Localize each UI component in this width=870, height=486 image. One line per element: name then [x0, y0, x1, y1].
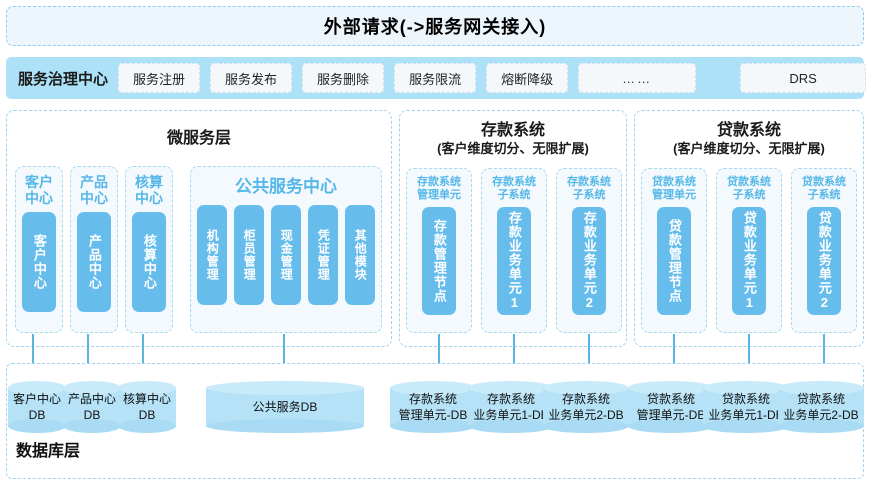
db-cylinder-deposit-unit-2-label: 存款系统 业务单元2-DB	[548, 391, 624, 422]
unit-loan-subsystem-1[interactable]: 贷款系统 子系统 贷款业务单元1	[716, 168, 782, 333]
db-cylinder-loan-management[interactable]: 贷款系统 管理单元-DB	[628, 381, 714, 433]
service-box-loan-management-node[interactable]: 贷款管理节点	[657, 207, 691, 316]
db-cylinder-product-center[interactable]: 产品中心 DB	[63, 381, 121, 433]
service-box-loan-business-unit-1-label: 贷款业务单元1	[741, 211, 757, 312]
gov-button-service-publish[interactable]: 服务发布	[210, 63, 293, 93]
db-cylinder-product-center-label: 产品中心 DB	[67, 391, 116, 422]
unit-deposit-management-title: 存款系统 管理单元	[417, 176, 461, 201]
db-cylinder-loan-unit-2-label: 贷款系统 业务单元2-DB	[783, 391, 859, 422]
loan-system-title: 贷款系统 (客户维度切分、无限扩展)	[635, 121, 863, 157]
database-layer-label: 数据库层	[16, 443, 81, 460]
unit-loan-subsystem-2[interactable]: 贷款系统 子系统 贷款业务单元2	[791, 168, 857, 333]
db-cylinder-loan-unit-1-label: 贷款系统 业务单元1-DB	[708, 391, 784, 422]
unit-loan-subsystem-1-title: 贷款系统 子系统	[727, 176, 771, 201]
service-box-accounting-center-label: 核算中心	[141, 234, 157, 291]
module-box-voucher-management[interactable]: 凭证管理	[308, 204, 338, 305]
service-box-accounting-center[interactable]: 核算中心	[132, 212, 166, 313]
gov-button-drs[interactable]: DRS	[740, 63, 867, 93]
module-box-other-modules[interactable]: 其他模块	[345, 204, 375, 305]
service-box-loan-management-node-label: 贷款管理节点	[666, 219, 682, 304]
db-cylinder-accounting-center-label: 核算中心 DB	[122, 391, 171, 422]
public-service-modules: 机构管理 柜员管理 现金管理 凭证管理 其他模块	[197, 204, 375, 305]
service-box-loan-business-unit-2[interactable]: 贷款业务单元2	[807, 207, 841, 316]
module-box-cash-management[interactable]: 现金管理	[271, 204, 301, 305]
external-request-banner: 外部请求(->服务网关接入)	[6, 6, 864, 46]
module-box-voucher-management-label: 凭证管理	[316, 228, 331, 281]
db-cylinder-deposit-unit-2[interactable]: 存款系统 业务单元2-DB	[543, 381, 629, 433]
service-box-deposit-business-unit-2[interactable]: 存款业务单元2	[572, 207, 606, 316]
unit-accounting-center-title: 核算 中心	[135, 174, 163, 207]
db-cylinder-loan-unit-2[interactable]: 贷款系统 业务单元2-DB	[778, 381, 864, 433]
db-cylinder-deposit-unit-1[interactable]: 存款系统 业务单元1-DB	[468, 381, 554, 433]
service-box-customer-center[interactable]: 客户中心	[22, 212, 56, 313]
service-box-deposit-management-node-label: 存款管理节点	[431, 219, 447, 304]
unit-deposit-subsystem-2-title: 存款系统 子系统	[567, 176, 611, 201]
service-governance-bar: 服务治理中心 服务注册 服务发布 服务删除 服务限流 熔断降级 …… DRS	[6, 57, 867, 99]
service-box-loan-business-unit-2-label: 贷款业务单元2	[816, 211, 832, 312]
db-cylinder-deposit-management-label: 存款系统 管理单元-DB	[398, 391, 468, 422]
db-cylinder-customer-center[interactable]: 客户中心 DB	[8, 381, 66, 433]
service-box-deposit-business-unit-2-label: 存款业务单元2	[581, 211, 597, 312]
deposit-system-subtitle: (客户维度切分、无限扩展)	[437, 141, 589, 156]
governance-title: 服务治理中心	[18, 70, 109, 88]
unit-public-service-center[interactable]: 公共服务中心 机构管理 柜员管理 现金管理 凭证管理 其他模块	[190, 166, 382, 333]
gov-button-service-register[interactable]: 服务注册	[118, 63, 201, 93]
service-box-customer-center-label: 客户中心	[31, 234, 47, 291]
db-cylinder-public-service-label: 公共服务DB	[252, 399, 318, 414]
service-box-loan-business-unit-1[interactable]: 贷款业务单元1	[732, 207, 766, 316]
gov-button-service-delete[interactable]: 服务删除	[302, 63, 385, 93]
db-cylinder-deposit-unit-1-label: 存款系统 业务单元1-DB	[473, 391, 549, 422]
service-box-deposit-business-unit-1[interactable]: 存款业务单元1	[497, 207, 531, 316]
unit-customer-center-title: 客户 中心	[25, 174, 53, 207]
gov-button-service-throttle[interactable]: 服务限流	[394, 63, 477, 93]
service-box-deposit-management-node[interactable]: 存款管理节点	[422, 207, 456, 316]
gov-button-circuit-breaker[interactable]: 熔断降级	[486, 63, 569, 93]
unit-accounting-center[interactable]: 核算 中心 核算中心	[125, 166, 173, 333]
unit-product-center[interactable]: 产品 中心 产品中心	[70, 166, 118, 333]
db-cylinder-loan-management-label: 贷款系统 管理单元-DB	[636, 391, 706, 422]
module-box-cash-management-label: 现金管理	[279, 228, 294, 281]
module-box-org-management[interactable]: 机构管理	[197, 204, 227, 305]
deposit-system-title-main: 存款系统	[480, 122, 545, 139]
module-box-other-modules-label: 其他模块	[353, 228, 368, 281]
loan-system-subtitle: (客户维度切分、无限扩展)	[673, 141, 825, 156]
unit-loan-management[interactable]: 贷款系统 管理单元 贷款管理节点	[641, 168, 707, 333]
service-box-deposit-business-unit-1-label: 存款业务单元1	[506, 211, 522, 312]
service-box-product-center[interactable]: 产品中心	[77, 212, 111, 313]
unit-deposit-subsystem-1-title: 存款系统 子系统	[492, 176, 536, 201]
service-box-product-center-label: 产品中心	[86, 234, 102, 291]
unit-deposit-subsystem-1[interactable]: 存款系统 子系统 存款业务单元1	[481, 168, 547, 333]
db-cylinder-accounting-center[interactable]: 核算中心 DB	[118, 381, 176, 433]
deposit-system-title: 存款系统 (客户维度切分、无限扩展)	[400, 121, 626, 157]
unit-loan-management-title: 贷款系统 管理单元	[652, 176, 696, 201]
module-box-teller-management[interactable]: 柜员管理	[234, 204, 264, 305]
db-cylinder-deposit-management[interactable]: 存款系统 管理单元-DB	[390, 381, 476, 433]
unit-product-center-title: 产品 中心	[80, 174, 108, 207]
db-cylinder-public-service[interactable]: 公共服务DB	[206, 381, 364, 433]
unit-public-service-center-title: 公共服务中心	[235, 177, 337, 196]
unit-deposit-management[interactable]: 存款系统 管理单元 存款管理节点	[406, 168, 472, 333]
unit-loan-subsystem-2-title: 贷款系统 子系统	[802, 176, 846, 201]
unit-customer-center[interactable]: 客户 中心 客户中心	[15, 166, 63, 333]
gov-button-more-ellipsis[interactable]: ……	[578, 63, 697, 93]
microservice-layer-title: 微服务层	[166, 130, 231, 147]
loan-system-title-main: 贷款系统	[716, 122, 781, 139]
db-cylinder-loan-unit-1[interactable]: 贷款系统 业务单元1-DB	[703, 381, 789, 433]
module-box-org-management-label: 机构管理	[205, 228, 220, 281]
banner-text: 外部请求(->服务网关接入)	[323, 17, 547, 37]
module-box-teller-management-label: 柜员管理	[242, 228, 257, 281]
unit-deposit-subsystem-2[interactable]: 存款系统 子系统 存款业务单元2	[556, 168, 622, 333]
db-cylinder-customer-center-label: 客户中心 DB	[12, 391, 61, 422]
